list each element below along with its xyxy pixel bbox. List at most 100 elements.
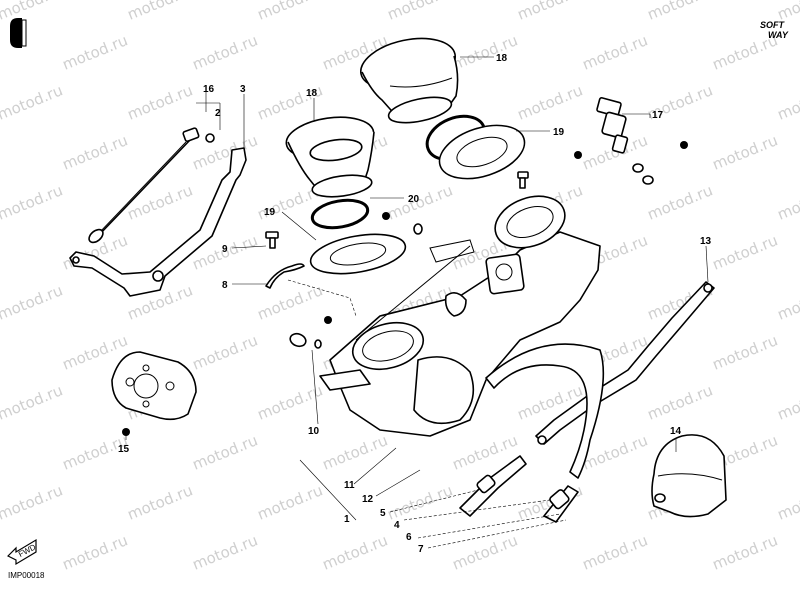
watermark-text: motod.ru <box>775 481 800 523</box>
part-8-clip <box>265 263 305 289</box>
callout-20: 20 <box>408 194 420 205</box>
watermark-text: motod.ru <box>710 231 781 273</box>
callout-18-right: 18 <box>496 53 508 64</box>
brand-line-2: WAY <box>768 30 789 40</box>
part-16-link-rod <box>88 127 215 244</box>
callout-10: 10 <box>308 426 320 437</box>
part-15-gasket <box>111 351 197 421</box>
watermark-text: motod.ru <box>710 331 781 373</box>
callout-9: 9 <box>222 244 228 255</box>
watermark-text: motod.ru <box>645 181 716 223</box>
watermark-text: motod.ru <box>515 81 586 123</box>
drawing-code: IMP00018 <box>8 571 45 580</box>
watermark-text: motod.ru <box>385 181 456 223</box>
callout-3: 3 <box>240 84 246 95</box>
part-3-bracket <box>69 147 247 297</box>
watermark-text: motod.ru <box>580 531 651 573</box>
callout-labels: 16 2 3 18 18 19 17 19 20 9 8 13 14 15 10… <box>118 53 712 555</box>
throttle-body-assembly <box>319 195 601 437</box>
watermark-text: motod.ru <box>190 531 261 573</box>
watermark-text: motod.ru <box>0 181 65 223</box>
watermark-text: motod.ru <box>775 81 800 123</box>
watermark-text: motod.ru <box>0 81 65 123</box>
watermark-text: motod.ru <box>60 131 131 173</box>
callout-4: 4 <box>394 520 400 531</box>
marker-dot <box>680 141 688 149</box>
watermark-text: motod.ru <box>125 481 196 523</box>
watermark-text: motod.ru <box>190 131 261 173</box>
o-ring-left <box>310 198 370 230</box>
watermark-text: motod.ru <box>385 0 456 24</box>
part-6-hose-fitting <box>543 485 579 523</box>
callout-1: 1 <box>344 514 350 525</box>
part-14-cover <box>651 434 727 518</box>
callout-5: 5 <box>380 508 386 519</box>
watermark-text: motod.ru <box>775 281 800 323</box>
watermark-text: motod.ru <box>775 181 800 223</box>
section-tab-icon <box>10 18 27 48</box>
callout-6: 6 <box>406 532 412 543</box>
marker-dot <box>382 212 390 220</box>
marker-dot <box>324 316 332 324</box>
watermark-text: motod.ru <box>0 381 65 423</box>
callout-7: 7 <box>418 544 424 555</box>
watermark-text: motod.ru <box>320 431 391 473</box>
watermark-text: motod.ru <box>0 281 65 323</box>
callout-17: 17 <box>652 110 664 121</box>
watermark-text: motod.ru <box>60 531 131 573</box>
callout-14: 14 <box>670 426 682 437</box>
watermark-text: motod.ru <box>450 31 521 73</box>
watermark-text: motod.ru <box>450 531 521 573</box>
part-18-right-funnel <box>359 37 459 124</box>
callout-16: 16 <box>203 84 215 95</box>
watermark-text: motod.ru <box>125 81 196 123</box>
small-o-ring <box>413 223 423 235</box>
screw-near-throttle <box>517 171 529 189</box>
watermark-text: motod.ru <box>125 181 196 223</box>
part-9-screw <box>265 231 279 249</box>
fwd-arrow-icon: FWD <box>6 538 38 566</box>
watermark-text: motod.ru <box>0 0 65 24</box>
callout-13: 13 <box>700 236 712 247</box>
watermark-text: motod.ru <box>190 331 261 373</box>
watermark-text: motod.ru <box>255 481 326 523</box>
part-5-hose-fitting <box>459 455 527 517</box>
callout-19-right: 19 <box>553 127 565 138</box>
part-19-right-gasket <box>438 124 526 180</box>
brand-line-1: SOFT <box>760 20 786 30</box>
watermark-text: motod.ru <box>775 0 800 24</box>
watermark-text: motod.ru <box>190 31 261 73</box>
callout-19-left: 19 <box>264 207 276 218</box>
marker-dot <box>574 151 582 159</box>
watermark-text: motod.ru <box>190 431 261 473</box>
part-19-left-gasket <box>309 233 407 275</box>
watermark-text: motod.ru <box>385 481 456 523</box>
part-10-plug <box>289 332 322 349</box>
watermark-text: motod.ru <box>645 381 716 423</box>
watermark-text: motod.ru <box>320 531 391 573</box>
watermark-text: motod.ru <box>125 0 196 24</box>
softway-logo: SOFT WAY <box>760 20 789 40</box>
callout-15: 15 <box>118 444 130 455</box>
hose-loop <box>485 343 605 479</box>
callout-8: 8 <box>222 280 228 291</box>
callout-11: 11 <box>344 480 355 491</box>
watermark-text: motod.ru <box>255 381 326 423</box>
part-17-injector <box>596 97 654 185</box>
leader-lines <box>125 56 709 549</box>
watermark-text: motod.ru <box>0 481 65 523</box>
watermark-text: motod.ru <box>710 531 781 573</box>
watermark-text: motod.ru <box>515 0 586 24</box>
watermark-text: motod.ru <box>60 31 131 73</box>
watermark-text: motod.ru <box>580 31 651 73</box>
watermark-text: motod.ru <box>645 0 716 24</box>
watermark-text: motod.ru <box>710 131 781 173</box>
callout-2: 2 <box>215 108 221 119</box>
part-13-rail-bracket <box>535 281 715 445</box>
watermark-text: motod.ru <box>775 381 800 423</box>
part-18-left-funnel <box>285 116 375 198</box>
callout-18-left: 18 <box>306 88 318 99</box>
callout-12: 12 <box>362 494 374 505</box>
watermark-text: motod.ru <box>255 0 326 24</box>
